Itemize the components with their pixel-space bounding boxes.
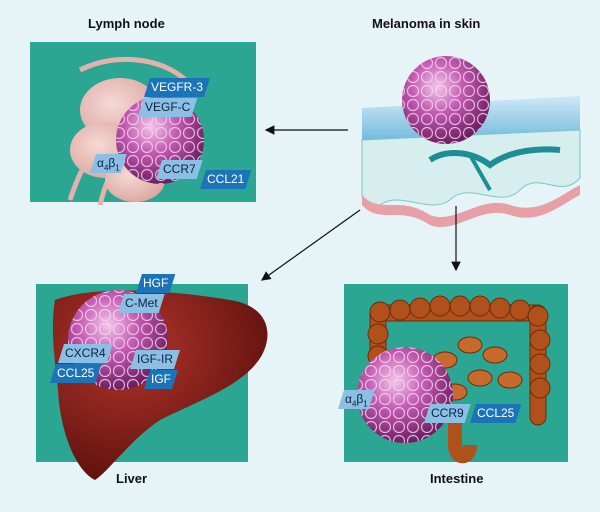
integrin-alpha: α	[97, 156, 104, 170]
integrin-beta-sub: 1	[363, 399, 368, 409]
tag-igfir: IGF-IR	[130, 350, 180, 369]
integrin-alpha-sub: 4	[103, 163, 109, 173]
tag-cmet: C-Met	[118, 294, 165, 313]
liver-title: Liver	[116, 471, 148, 486]
tag-igf: IGF	[144, 370, 178, 389]
tag-intestine-ccl25: CCL25	[470, 404, 521, 423]
arrow-to-liver	[261, 209, 361, 281]
tag-vegfc: VEGF-C	[138, 98, 197, 117]
tag-intestine-integrin: α4β1	[338, 390, 375, 409]
intestine-title: Intestine	[430, 471, 484, 486]
integrin-beta: β	[356, 392, 364, 406]
tag-ccr7: CCR7	[156, 160, 203, 179]
melanoma-skin-illustration	[361, 56, 581, 228]
lymph-node-title: Lymph node	[88, 16, 165, 31]
tag-lymph-integrin: α4β1	[90, 154, 127, 173]
tag-cxcr4: CXCR4	[58, 344, 113, 363]
tag-ccl21: CCL21	[200, 170, 251, 189]
melanoma-title: Melanoma in skin	[372, 16, 481, 31]
integrin-beta-sub: 1	[115, 163, 120, 173]
tag-vegfr3: VEGFR-3	[144, 78, 210, 97]
integrin-alpha-sub: 4	[351, 399, 357, 409]
tag-hgf: HGF	[136, 274, 175, 293]
integrin-alpha: α	[345, 392, 352, 406]
tag-liver-ccl25: CCL25	[50, 364, 101, 383]
tag-ccr9: CCR9	[424, 404, 471, 423]
integrin-beta: β	[108, 156, 116, 170]
